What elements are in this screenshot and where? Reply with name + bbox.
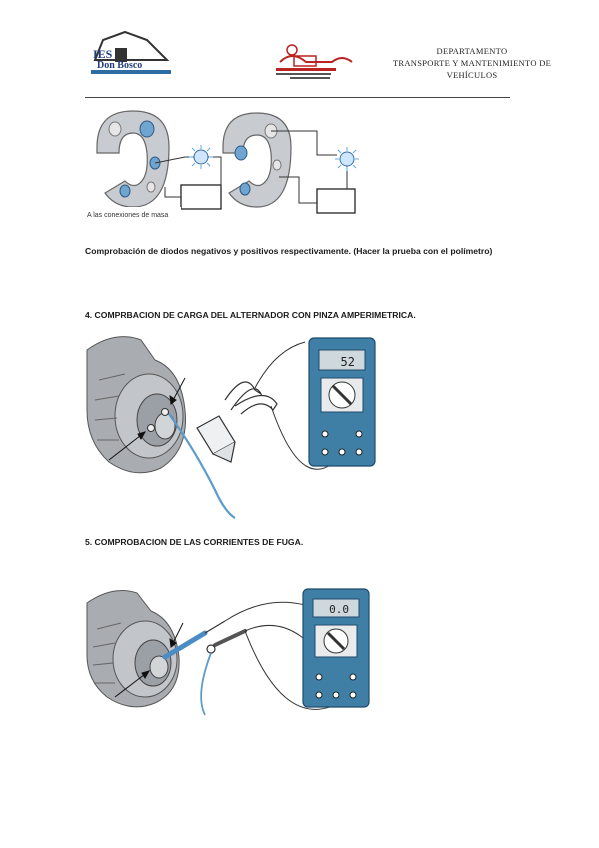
alternator-illustration	[86, 590, 180, 708]
figure-caption: Comprobación de diodos negativos y posit…	[85, 246, 493, 256]
department-line-2: TRANSPORTE Y MANTENIMIENTO DE VEHÍCULOS	[392, 58, 552, 80]
department-title: DEPARTAMENTO TRANSPORTE Y MANTENIMIENTO …	[372, 45, 572, 81]
logo-school-name: Don Bosco	[97, 60, 142, 71]
leakage-current-figure: 0.0	[86, 588, 370, 716]
alternator-illustration	[86, 336, 186, 474]
clamp-ammeter	[196, 381, 278, 463]
left-test-lamp	[189, 145, 213, 169]
department-logo	[276, 44, 353, 79]
school-logo: IES Don Bosco	[91, 30, 171, 74]
section-5-heading: 5. COMPROBACION DE LAS CORRIENTES DE FUG…	[85, 537, 304, 547]
terminal-arrows	[108, 377, 186, 461]
multimeter: 0.0	[302, 588, 370, 708]
multimeter: 52	[308, 337, 376, 467]
section-4-heading: 4. COMPRBACION DE CARGA DEL ALTERNADOR C…	[85, 310, 416, 320]
right-diode-plate	[222, 112, 292, 208]
alternator-cable	[168, 413, 236, 519]
header-divider	[85, 97, 510, 98]
clamp-ammeter-figure: 52	[86, 336, 376, 519]
logo-ies-text: IES	[93, 47, 113, 61]
left-diode-plate	[96, 110, 170, 208]
ground-connections-label: A las conexiones de masa	[87, 212, 168, 219]
left-meter-box	[180, 184, 222, 210]
terminal-arrows	[114, 622, 184, 698]
test-probe	[162, 620, 247, 660]
multimeter-display-value: 52	[341, 355, 355, 369]
multimeter-display-value: 0.0	[329, 603, 349, 616]
diode-test-figure: A las conexiones de masa	[85, 110, 359, 221]
right-meter-box	[316, 188, 356, 214]
department-line-1: DEPARTAMENTO	[436, 46, 508, 56]
right-test-lamp	[335, 147, 359, 171]
